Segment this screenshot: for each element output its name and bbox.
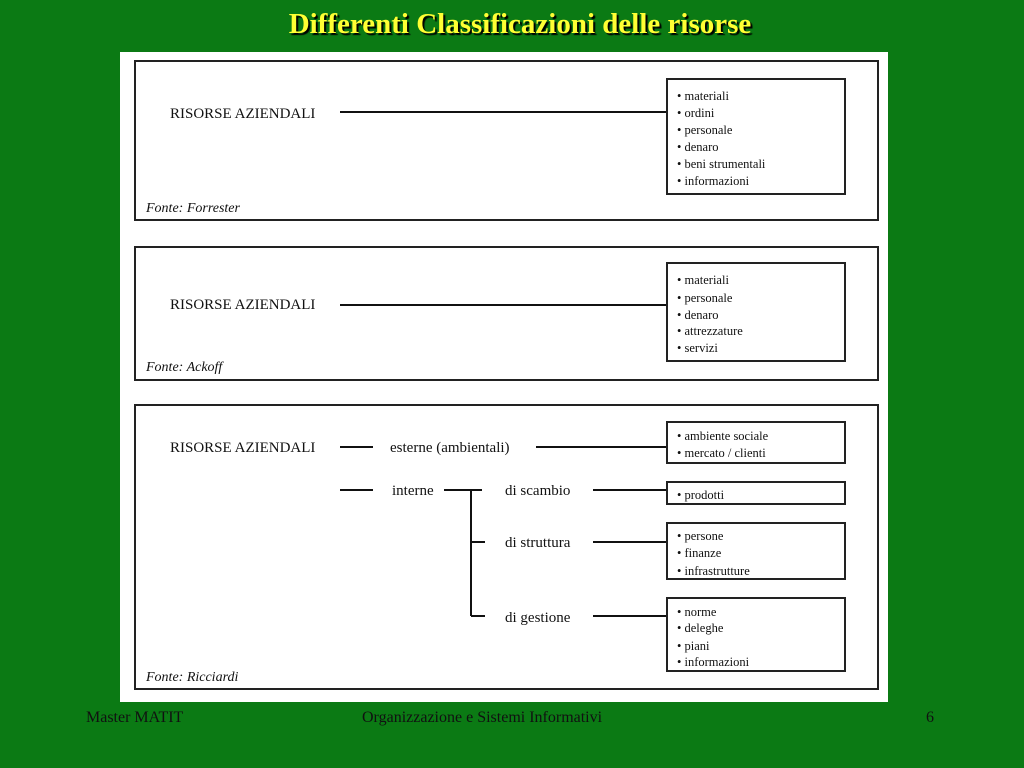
footer-center: Organizzazione e Sistemi Informativi [362, 709, 603, 726]
ackoff-source: Fonte: Ackoff [145, 360, 224, 375]
ackoff-item: • attrezzature [677, 324, 743, 338]
classification-diagram: RISORSE AZIENDALI • materiali • ordini •… [134, 60, 879, 690]
gestione-items-box [666, 597, 846, 672]
ackoff-item: • materiali [677, 273, 729, 287]
gestione-item: • norme [677, 605, 717, 619]
ackoff-root-label: RISORSE AZIENDALI [170, 297, 315, 313]
forrester-root-label: RISORSE AZIENDALI [170, 106, 315, 122]
forrester-item: • beni strumentali [677, 157, 766, 171]
forrester-item: • materiali [677, 89, 729, 103]
struttura-item: • persone [677, 529, 724, 543]
ackoff-item: • denaro [677, 308, 719, 322]
forrester-item: • denaro [677, 140, 719, 154]
gestione-item: • deleghe [677, 621, 724, 635]
forrester-item: • informazioni [677, 174, 750, 188]
page-number: 6 [926, 709, 934, 726]
esterne-item: • ambiente sociale [677, 429, 769, 443]
scambio-item: • prodotti [677, 488, 725, 502]
forrester-source: Fonte: Forrester [145, 201, 241, 216]
gestione-item: • informazioni [677, 655, 750, 669]
gestione-item: • piani [677, 639, 710, 653]
forrester-items-box [666, 78, 846, 195]
scambio-label: di scambio [505, 483, 570, 499]
ackoff-items-box [666, 262, 846, 362]
forrester-item: • personale [677, 123, 733, 137]
ricciardi-root-label: RISORSE AZIENDALI [170, 440, 315, 456]
diagram-panel: RISORSE AZIENDALI • materiali • ordini •… [120, 52, 888, 702]
forrester-frame [134, 60, 879, 221]
ackoff-item: • servizi [677, 341, 718, 355]
forrester-item: • ordini [677, 106, 715, 120]
interne-label: interne [392, 483, 434, 499]
ricciardi-frame [134, 404, 879, 690]
struttura-label: di struttura [505, 535, 571, 551]
gestione-label: di gestione [505, 610, 571, 626]
ackoff-item: • personale [677, 291, 733, 305]
esterne-items-box [666, 421, 846, 464]
scambio-items-box [666, 481, 846, 505]
esterne-item: • mercato / clienti [677, 446, 766, 460]
struttura-item: • infrastrutture [677, 564, 750, 578]
esterne-label: esterne (ambientali) [390, 440, 510, 456]
struttura-items-box [666, 522, 846, 580]
ackoff-frame [134, 246, 879, 381]
footer-left: Master MATIT [86, 709, 184, 726]
struttura-item: • finanze [677, 546, 722, 560]
slide-title: Differenti Classificazioni delle risorse [288, 8, 752, 40]
ricciardi-source: Fonte: Ricciardi [145, 670, 239, 685]
